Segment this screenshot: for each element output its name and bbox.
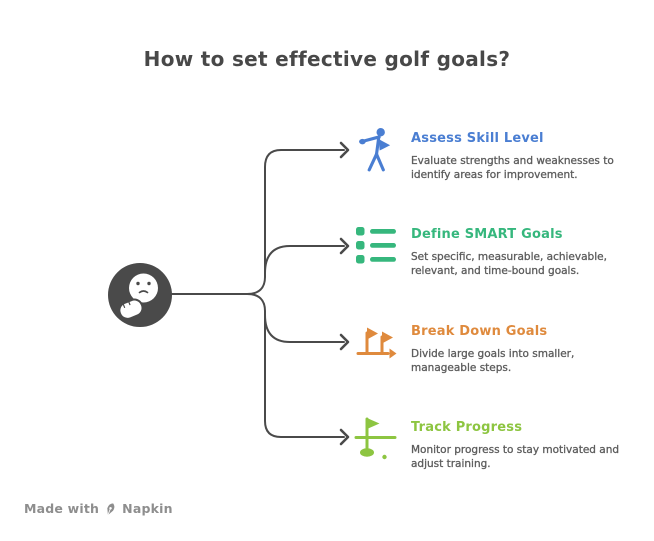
step-title: Define SMART Goals: [411, 227, 563, 242]
watermark-prefix: Made with: [24, 501, 100, 516]
step-item-define-smart-goals: Define SMART Goals Set specific, measura…: [354, 223, 650, 278]
watermark-brand: Napkin: [122, 501, 173, 516]
step-title: Assess Skill Level: [411, 131, 544, 146]
step-item-track-progress: Track Progress Monitor progress to stay …: [354, 416, 650, 471]
step-description: Evaluate strengths and weaknesses to ide…: [411, 155, 614, 182]
step-item-break-down-goals: Break Down Goals Divide large goals into…: [354, 320, 650, 375]
step-description: Set specific, measurable, achievable, re…: [411, 251, 607, 278]
step-description: Monitor progress to stay motivated and a…: [411, 444, 620, 471]
napkin-watermark[interactable]: Made with Napkin: [24, 501, 173, 516]
step-description: Divide large goals into smaller, managea…: [411, 348, 575, 375]
step-title: Break Down Goals: [411, 324, 548, 339]
checklist-icon: [354, 223, 398, 271]
golf-flag-icon: [354, 416, 398, 464]
thinking-face-icon: [108, 263, 172, 327]
page-title: How to set effective golf goals?: [143, 47, 511, 71]
milestone-flags-icon: [354, 320, 398, 368]
arrowhead-icons: [339, 141, 350, 446]
connector-lines: [171, 149, 345, 438]
step-title: Track Progress: [411, 420, 523, 435]
golfer-swing-icon: [354, 127, 398, 175]
step-item-assess-skill-level: Assess Skill Level Evaluate strengths an…: [354, 127, 650, 182]
pen-nib-icon: [104, 502, 117, 515]
